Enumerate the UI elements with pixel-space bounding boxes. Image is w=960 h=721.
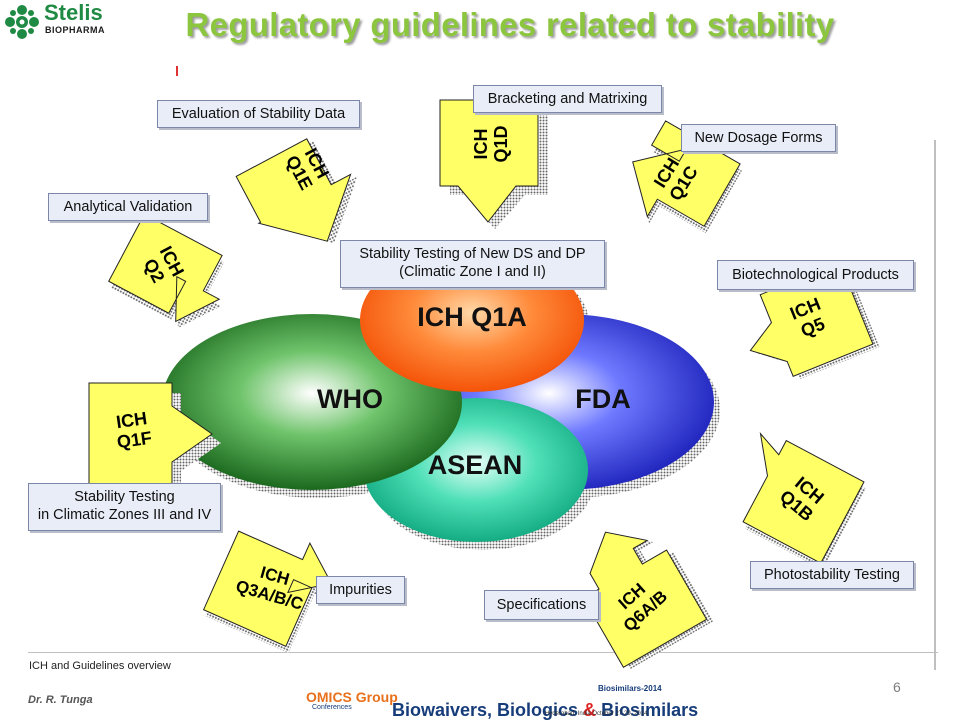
divider-bottom (28, 652, 938, 653)
caption-stability-new-ds-dp: Stability Testing of New DS and DP(Clima… (340, 240, 605, 288)
cursor-mark (176, 66, 178, 76)
label-asean: ASEAN (427, 450, 523, 480)
caption-evaluation-stability-data: Evaluation of Stability Data (157, 100, 360, 128)
banner-place: Hyderabad, India October 27-29, 2014 (545, 711, 648, 717)
author: Dr. R. Tunga (28, 694, 93, 706)
page-title: Regulatory guidelines related to stabili… (185, 6, 835, 43)
arrow-q1c (632, 120, 742, 234)
arrow-q3 (202, 530, 334, 653)
arrow-q6 (582, 531, 714, 670)
arrow-q1e (235, 138, 358, 244)
caption-impurities: Impurities (316, 576, 405, 604)
stelis-logo-icon (5, 5, 39, 39)
arrow-q2 (108, 213, 225, 329)
caption-photostability-testing: Photostability Testing (750, 561, 914, 589)
page-number: 6 (893, 679, 901, 695)
caption-analytical-validation: Analytical Validation (48, 193, 208, 221)
arrow-q1b (742, 432, 867, 570)
logo-subtitle: BIOPHARMA (45, 25, 105, 35)
caption-biotechnological-products: Biotechnological Products (717, 260, 914, 290)
banner-title: Biowaivers, Biologics & Biosimilars (392, 700, 699, 720)
arrow-q1d (439, 99, 548, 229)
banner-event: Biosimilars-2014 (598, 684, 662, 693)
caption-bracketing-matrixing: Bracketing and Matrixing (473, 85, 662, 113)
arrow-q5 (749, 261, 880, 380)
caption-specifications: Specifications (484, 590, 599, 620)
label-ich-q1a: ICH Q1A (417, 302, 527, 332)
banner-org-sub: Conferences (312, 704, 352, 711)
caption-new-dosage-forms: New Dosage Forms (681, 124, 836, 152)
divider-right (934, 140, 936, 670)
label-fda: FDA (575, 384, 631, 414)
banner-org: OMICS Group (306, 689, 398, 705)
footnote: ICH and Guidelines overview (29, 660, 171, 672)
logo-name: Stelis (44, 0, 103, 25)
label-who: WHO (317, 384, 383, 414)
